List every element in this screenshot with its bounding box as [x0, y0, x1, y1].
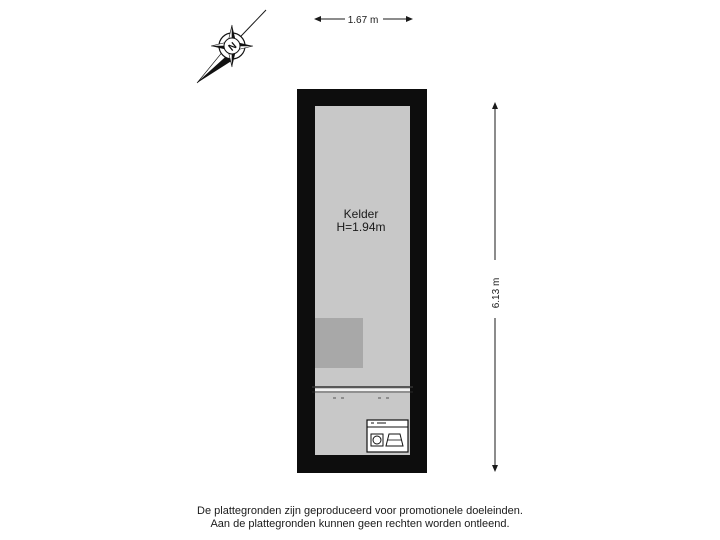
washing-machine-icon [366, 419, 409, 453]
room-height: H=1.94m [336, 220, 385, 234]
width-dimension: 1.67 m [314, 15, 413, 26]
compass-icon: N [196, 9, 267, 84]
width-dimension-label: 1.67 m [348, 15, 379, 26]
partition-wall [312, 386, 413, 393]
height-dimension-label: 6.13 m [491, 278, 502, 309]
disclaimer-line-2: Aan de plattegronden kunnen geen rechten… [210, 518, 510, 530]
disclaimer-line-1: De plattegronden zijn geproduceerd voor … [197, 505, 523, 517]
height-dimension: 6.13 m [491, 102, 502, 472]
room-floor [315, 106, 410, 455]
storage-block [315, 318, 363, 368]
room-name: Kelder [344, 207, 379, 221]
